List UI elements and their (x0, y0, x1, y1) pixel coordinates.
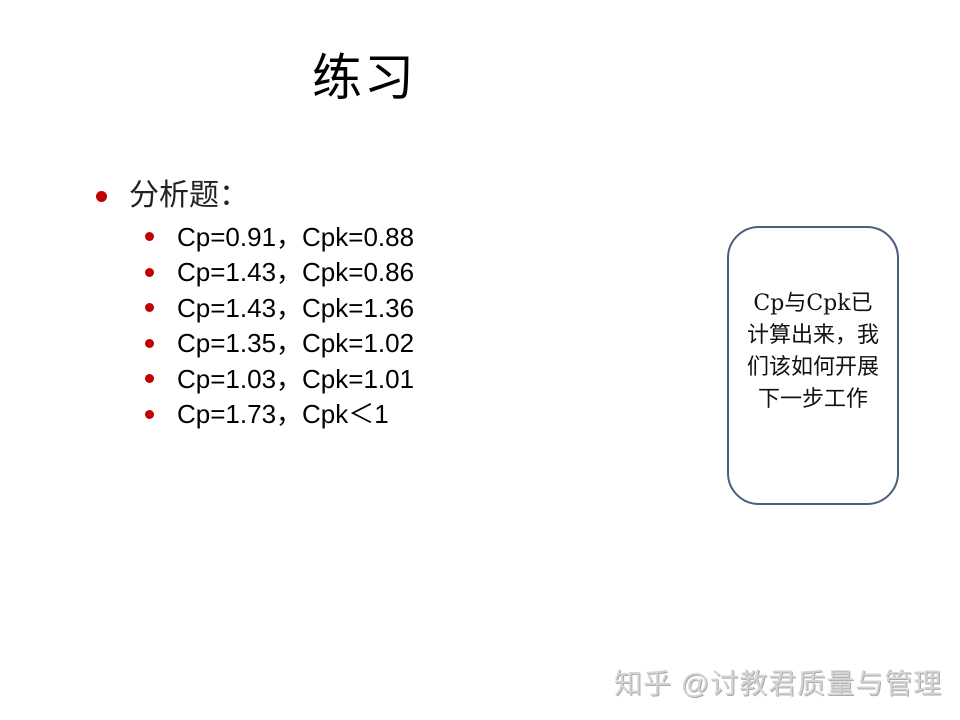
bullet-dot-icon (96, 190, 107, 202)
watermark: 知乎 @讨教君质量与管理 (614, 668, 943, 699)
callout-text: Cp与Cpk已计算出来，我们该如何开展下一步工作 (746, 290, 879, 412)
bullet-dot-icon (145, 409, 154, 419)
callout-box: Cp与Cpk已计算出来，我们该如何开展下一步工作 (727, 226, 899, 505)
bullet-dot-icon (145, 267, 154, 277)
list-item: Cp=1.03，Cpk=1.01 (145, 361, 414, 397)
list-item-text: Cp=1.03，Cpk=1.01 (177, 363, 415, 394)
main-bullet: 分析题： (96, 176, 249, 216)
list-item: Cp=1.73，Cpk＜1 (145, 397, 414, 433)
bullet-dot-icon (145, 303, 154, 313)
bullet-dot-icon (145, 232, 154, 242)
list-item: Cp=1.43，Cpk=0.86 (145, 255, 414, 291)
main-bullet-label: 分析题： (129, 178, 249, 213)
bullet-dot-icon (145, 338, 154, 348)
list-item: Cp=1.35，Cpk=1.02 (145, 326, 414, 362)
list-item: Cp=1.43，Cpk=1.36 (145, 290, 414, 326)
list-item-text: Cp=0.91，Cpk=0.88 (177, 221, 415, 252)
list-item-text: Cp=1.43，Cpk=1.36 (177, 292, 415, 323)
list-item-text: Cp=1.73，Cpk＜1 (177, 399, 389, 430)
list-item: Cp=0.91，Cpk=0.88 (145, 219, 414, 255)
bullet-dot-icon (145, 374, 154, 384)
slide-title: 练习 (312, 49, 416, 107)
cp-cpk-list: Cp=0.91，Cpk=0.88 Cp=1.43，Cpk=0.86 Cp=1.4… (145, 219, 414, 432)
list-item-text: Cp=1.43，Cpk=0.86 (177, 257, 415, 288)
list-item-text: Cp=1.35，Cpk=1.02 (177, 328, 415, 359)
